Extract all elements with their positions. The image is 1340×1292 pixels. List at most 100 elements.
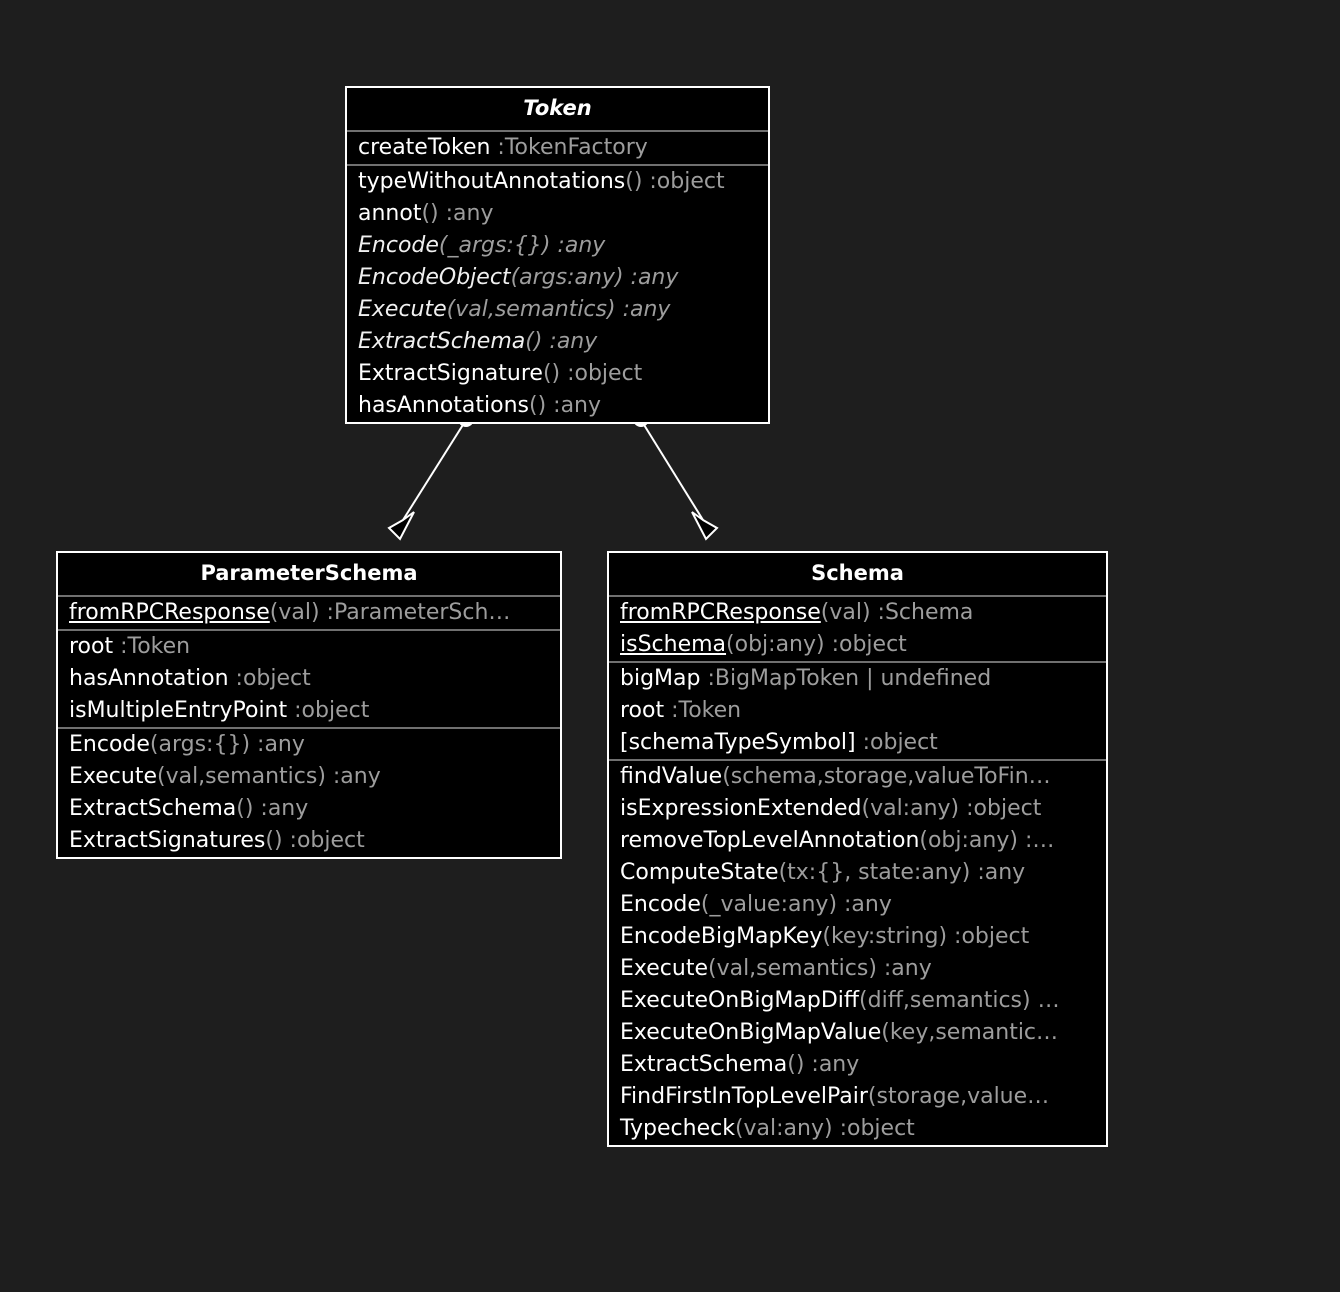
member-signature: (key:string) :object [822, 924, 1030, 949]
member-name: hasAnnotations [358, 393, 529, 418]
member-signature: (val) :Schema [820, 600, 974, 625]
member-signature: (key,semantic… [881, 1020, 1059, 1045]
member-signature: (val) :ParameterSch… [269, 600, 511, 625]
member-row[interactable]: EncodeObject(args:any) :any [347, 262, 768, 294]
class-box-schema[interactable]: Schema fromRPCResponse(val) :Schema isSc… [607, 551, 1108, 1147]
member-name: removeTopLevelAnnotation [620, 828, 920, 853]
member-signature: :object [855, 730, 938, 755]
member-row[interactable]: typeWithoutAnnotations() :object [347, 166, 768, 198]
member-row[interactable]: ExecuteOnBigMapDiff(diff,semantics) … [609, 985, 1106, 1017]
member-name: createToken [358, 135, 491, 160]
hollow-diamond-marker [387, 511, 415, 541]
member-signature: () :any [529, 393, 602, 418]
member-row[interactable]: ExtractSignature() :object [347, 358, 768, 390]
compartment-token-attributes: createToken :TokenFactory [347, 132, 768, 164]
member-row[interactable]: removeTopLevelAnnotation(obj:any) :… [609, 825, 1106, 857]
member-name: EncodeObject [358, 265, 511, 290]
member-row[interactable]: Execute(val,semantics) :any [347, 294, 768, 326]
member-row[interactable]: Execute(val,semantics) :any [609, 953, 1106, 985]
member-row[interactable]: Execute(val,semantics) :any [58, 761, 560, 793]
hollow-diamond-marker [691, 511, 719, 541]
member-row[interactable]: Encode(args:{}) :any [58, 729, 560, 761]
member-row[interactable]: hasAnnotations() :any [347, 390, 768, 422]
member-name: Encode [358, 233, 439, 258]
member-signature: (val:any) :object [734, 1116, 915, 1141]
member-row[interactable]: ExtractSignatures() :object [58, 825, 560, 857]
member-row[interactable]: createToken :TokenFactory [347, 132, 768, 164]
member-name: EncodeBigMapKey [620, 924, 823, 949]
member-signature: :TokenFactory [490, 135, 648, 160]
compartment-parameterschema-methods: Encode(args:{}) :any Execute(val,semanti… [58, 727, 560, 857]
member-row[interactable]: FindFirstInTopLevelPair(storage,value… [609, 1081, 1106, 1113]
member-name: findValue [620, 764, 723, 789]
edge-line [402, 419, 467, 521]
member-row[interactable]: Encode(_value:any) :any [609, 889, 1106, 921]
member-name: ExtractSchema [358, 329, 526, 354]
member-row[interactable]: ExecuteOnBigMapValue(key,semantic… [609, 1017, 1106, 1049]
member-row[interactable]: bigMap :BigMapToken | undefined [609, 663, 1106, 695]
member-name: hasAnnotation [69, 666, 229, 691]
member-name: Execute [69, 764, 157, 789]
member-row[interactable]: isMultipleEntryPoint :object [58, 695, 560, 727]
edge-token-parameterschema [387, 411, 474, 541]
member-name: Typecheck [620, 1116, 735, 1141]
member-signature: (args:any) :any [510, 265, 679, 290]
member-name: ExtractSignatures [69, 828, 266, 853]
member-signature: (val:any) :object [861, 796, 1042, 821]
member-name: Encode [620, 892, 701, 917]
class-box-token[interactable]: Token createToken :TokenFactory typeWith… [345, 86, 770, 424]
member-row[interactable]: ExtractSchema() :any [58, 793, 560, 825]
member-row[interactable]: fromRPCResponse(val) :ParameterSch… [58, 597, 560, 629]
member-row[interactable]: ExtractSchema() :any [347, 326, 768, 358]
member-row[interactable]: isExpressionExtended(val:any) :object [609, 793, 1106, 825]
member-name: bigMap [620, 666, 701, 691]
member-row[interactable]: fromRPCResponse(val) :Schema [609, 597, 1106, 629]
member-signature: (tx:{}, state:any) :any [778, 860, 1026, 885]
class-box-parameterschema[interactable]: ParameterSchema fromRPCResponse(val) :Pa… [56, 551, 562, 859]
member-name: ExecuteOnBigMapValue [620, 1020, 882, 1045]
compartment-schema-attributes: bigMap :BigMapToken | undefined root :To… [609, 661, 1106, 759]
member-row[interactable]: hasAnnotation :object [58, 663, 560, 695]
compartment-token-methods: typeWithoutAnnotations() :object annot()… [347, 164, 768, 422]
member-signature: () :any [236, 796, 309, 821]
member-name: ComputeState [620, 860, 779, 885]
member-signature: (storage,value… [867, 1084, 1050, 1109]
member-name: root [69, 634, 114, 659]
member-row[interactable]: ComputeState(tx:{}, state:any) :any [609, 857, 1106, 889]
compartment-schema-methods: findValue(schema,storage,valueToFin… isE… [609, 759, 1106, 1145]
member-name: typeWithoutAnnotations [358, 169, 626, 194]
compartment-parameterschema-attributes: root :Token hasAnnotation :object isMult… [58, 629, 560, 727]
member-row[interactable]: annot() :any [347, 198, 768, 230]
member-name: Execute [620, 956, 708, 981]
compartment-schema-statics: fromRPCResponse(val) :Schema isSchema(ob… [609, 597, 1106, 661]
member-row[interactable]: findValue(schema,storage,valueToFin… [609, 761, 1106, 793]
member-name: ExecuteOnBigMapDiff [620, 988, 860, 1013]
member-signature: (args:{}) :any [149, 732, 305, 757]
member-signature: (obj:any) :… [919, 828, 1055, 853]
member-row[interactable]: ExtractSchema() :any [609, 1049, 1106, 1081]
member-row[interactable]: isSchema(obj:any) :object [609, 629, 1106, 661]
class-title-token: Token [347, 88, 768, 132]
member-signature: () :object [625, 169, 725, 194]
member-row[interactable]: root :Token [58, 631, 560, 663]
member-row[interactable]: [schemaTypeSymbol] :object [609, 727, 1106, 759]
member-signature: () :any [787, 1052, 860, 1077]
member-name: ExtractSignature [358, 361, 543, 386]
member-row[interactable]: Encode(_args:{}) :any [347, 230, 768, 262]
member-name: annot [358, 201, 422, 226]
edge-line [640, 419, 704, 521]
member-signature: :Token [664, 698, 742, 723]
member-name: ExtractSchema [620, 1052, 788, 1077]
member-signature: (_value:any) :any [700, 892, 892, 917]
member-row[interactable]: Typecheck(val:any) :object [609, 1113, 1106, 1145]
member-signature: (diff,semantics) … [859, 988, 1060, 1013]
member-signature: :object [287, 698, 370, 723]
member-signature: :BigMapToken | undefined [700, 666, 992, 691]
member-signature: (obj:any) :object [726, 632, 907, 657]
member-row[interactable]: root :Token [609, 695, 1106, 727]
member-signature: () :any [525, 329, 598, 354]
member-name: Execute [358, 297, 447, 322]
member-row[interactable]: EncodeBigMapKey(key:string) :object [609, 921, 1106, 953]
member-name: Encode [69, 732, 150, 757]
member-name: fromRPCResponse [69, 600, 270, 625]
